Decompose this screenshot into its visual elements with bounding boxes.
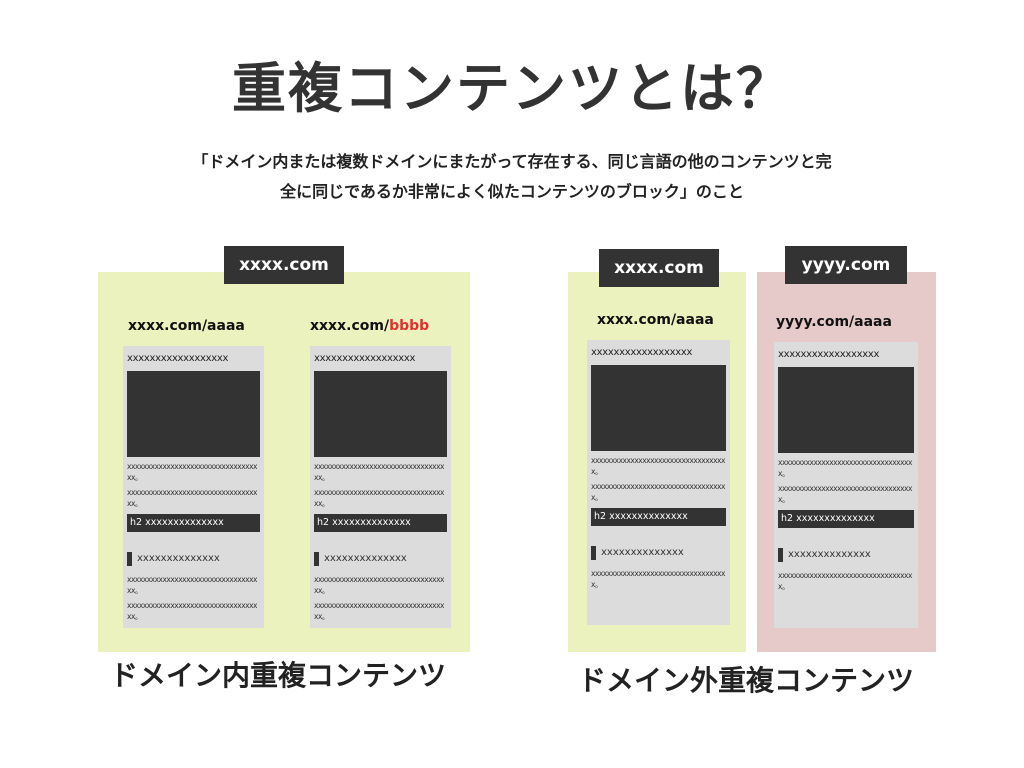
h3-marker [778, 548, 783, 562]
mock-h3-text: xxxxxxxxxxxxxx [324, 553, 407, 564]
mock-paragraph: xxxxxxxxxxxxxxxxxxxxxxxxxxxxxxxxxxx。 [778, 571, 912, 591]
mock-h2: h2 xxxxxxxxxxxxxx [591, 508, 726, 526]
mock-paragraph: xxxxxxxxxxxxxxxxxxxxxxxxxxxxxxxxxxx。 [591, 456, 725, 476]
url-highlight: bbbb [389, 318, 430, 334]
definition-line-2: 全に同じであるか非常によく似たコンテンツのブロック」のこと [280, 182, 744, 201]
h3-marker [314, 552, 319, 566]
mock-image [314, 371, 447, 457]
page-url: yyyy.com/aaaa [776, 314, 892, 330]
page-url: xxxx.com/bbbb [310, 318, 429, 334]
mock-h3-text: xxxxxxxxxxxxxx [137, 553, 220, 564]
domain-label: xxxx.com [224, 246, 344, 284]
mock-h3: xxxxxxxxxxxxxx [314, 552, 447, 566]
mock-paragraph: xxxxxxxxxxxxxxxxxxxxxxxxxxxxxxxxxxx。 [314, 462, 444, 482]
mock-h3: xxxxxxxxxxxxxx [127, 552, 260, 566]
mock-h3: xxxxxxxxxxxxxx [591, 546, 726, 560]
mock-h2: h2 xxxxxxxxxxxxxx [127, 514, 260, 532]
page-url: xxxx.com/aaaa [128, 318, 245, 334]
page-mockup: xxxxxxxxxxxxxxxxxx xxxxxxxxxxxxxxxxxxxxx… [587, 340, 730, 625]
mock-paragraph: xxxxxxxxxxxxxxxxxxxxxxxxxxxxxxxxxxx。 [314, 601, 444, 621]
h3-marker [127, 552, 132, 566]
url-prefix: xxxx.com/ [310, 318, 390, 334]
definition-line-1: 「ドメイン内または複数ドメインにまたがって存在する、同じ言語の他のコンテンツと完 [192, 152, 832, 171]
mock-paragraph: xxxxxxxxxxxxxxxxxxxxxxxxxxxxxxxxxxx。 [127, 575, 257, 595]
mock-heading: xxxxxxxxxxxxxxxxxx [127, 353, 229, 364]
mock-image [778, 367, 914, 453]
mock-h2: h2 xxxxxxxxxxxxxx [778, 510, 914, 528]
h3-marker [591, 546, 596, 560]
mock-heading: xxxxxxxxxxxxxxxxxx [591, 347, 693, 358]
mock-image [127, 371, 260, 457]
mock-paragraph: xxxxxxxxxxxxxxxxxxxxxxxxxxxxxxxxxxx。 [127, 601, 257, 621]
mock-paragraph: xxxxxxxxxxxxxxxxxxxxxxxxxxxxxxxxxxx。 [591, 569, 725, 589]
mock-h2: h2 xxxxxxxxxxxxxx [314, 514, 447, 532]
mock-heading: xxxxxxxxxxxxxxxxxx [314, 353, 416, 364]
mock-paragraph: xxxxxxxxxxxxxxxxxxxxxxxxxxxxxxxxxxx。 [591, 482, 725, 502]
mock-paragraph: xxxxxxxxxxxxxxxxxxxxxxxxxxxxxxxxxxx。 [127, 488, 257, 508]
page-mockup: xxxxxxxxxxxxxxxxxx xxxxxxxxxxxxxxxxxxxxx… [310, 346, 451, 628]
mock-h3-text: xxxxxxxxxxxxxx [788, 549, 871, 560]
page-mockup: xxxxxxxxxxxxxxxxxx xxxxxxxxxxxxxxxxxxxxx… [123, 346, 264, 628]
internal-caption: ドメイン内重複コンテンツ [110, 659, 447, 692]
mock-h3-text: xxxxxxxxxxxxxx [601, 547, 684, 558]
mock-paragraph: xxxxxxxxxxxxxxxxxxxxxxxxxxxxxxxxxxx。 [778, 458, 912, 478]
page-mockup: xxxxxxxxxxxxxxxxxx xxxxxxxxxxxxxxxxxxxxx… [774, 342, 918, 628]
domain-label: xxxx.com [599, 249, 719, 287]
page-url: xxxx.com/aaaa [597, 312, 714, 328]
external-caption: ドメイン外重複コンテンツ [578, 664, 915, 697]
mock-heading: xxxxxxxxxxxxxxxxxx [778, 349, 880, 360]
mock-image [591, 365, 726, 451]
mock-paragraph: xxxxxxxxxxxxxxxxxxxxxxxxxxxxxxxxxxx。 [127, 462, 257, 482]
mock-paragraph: xxxxxxxxxxxxxxxxxxxxxxxxxxxxxxxxxxx。 [314, 575, 444, 595]
page-title: 重複コンテンツとは？ [232, 57, 792, 120]
mock-paragraph: xxxxxxxxxxxxxxxxxxxxxxxxxxxxxxxxxxx。 [778, 484, 912, 504]
domain-label: yyyy.com [785, 246, 907, 284]
mock-paragraph: xxxxxxxxxxxxxxxxxxxxxxxxxxxxxxxxxxx。 [314, 488, 444, 508]
mock-h3: xxxxxxxxxxxxxx [778, 548, 914, 562]
